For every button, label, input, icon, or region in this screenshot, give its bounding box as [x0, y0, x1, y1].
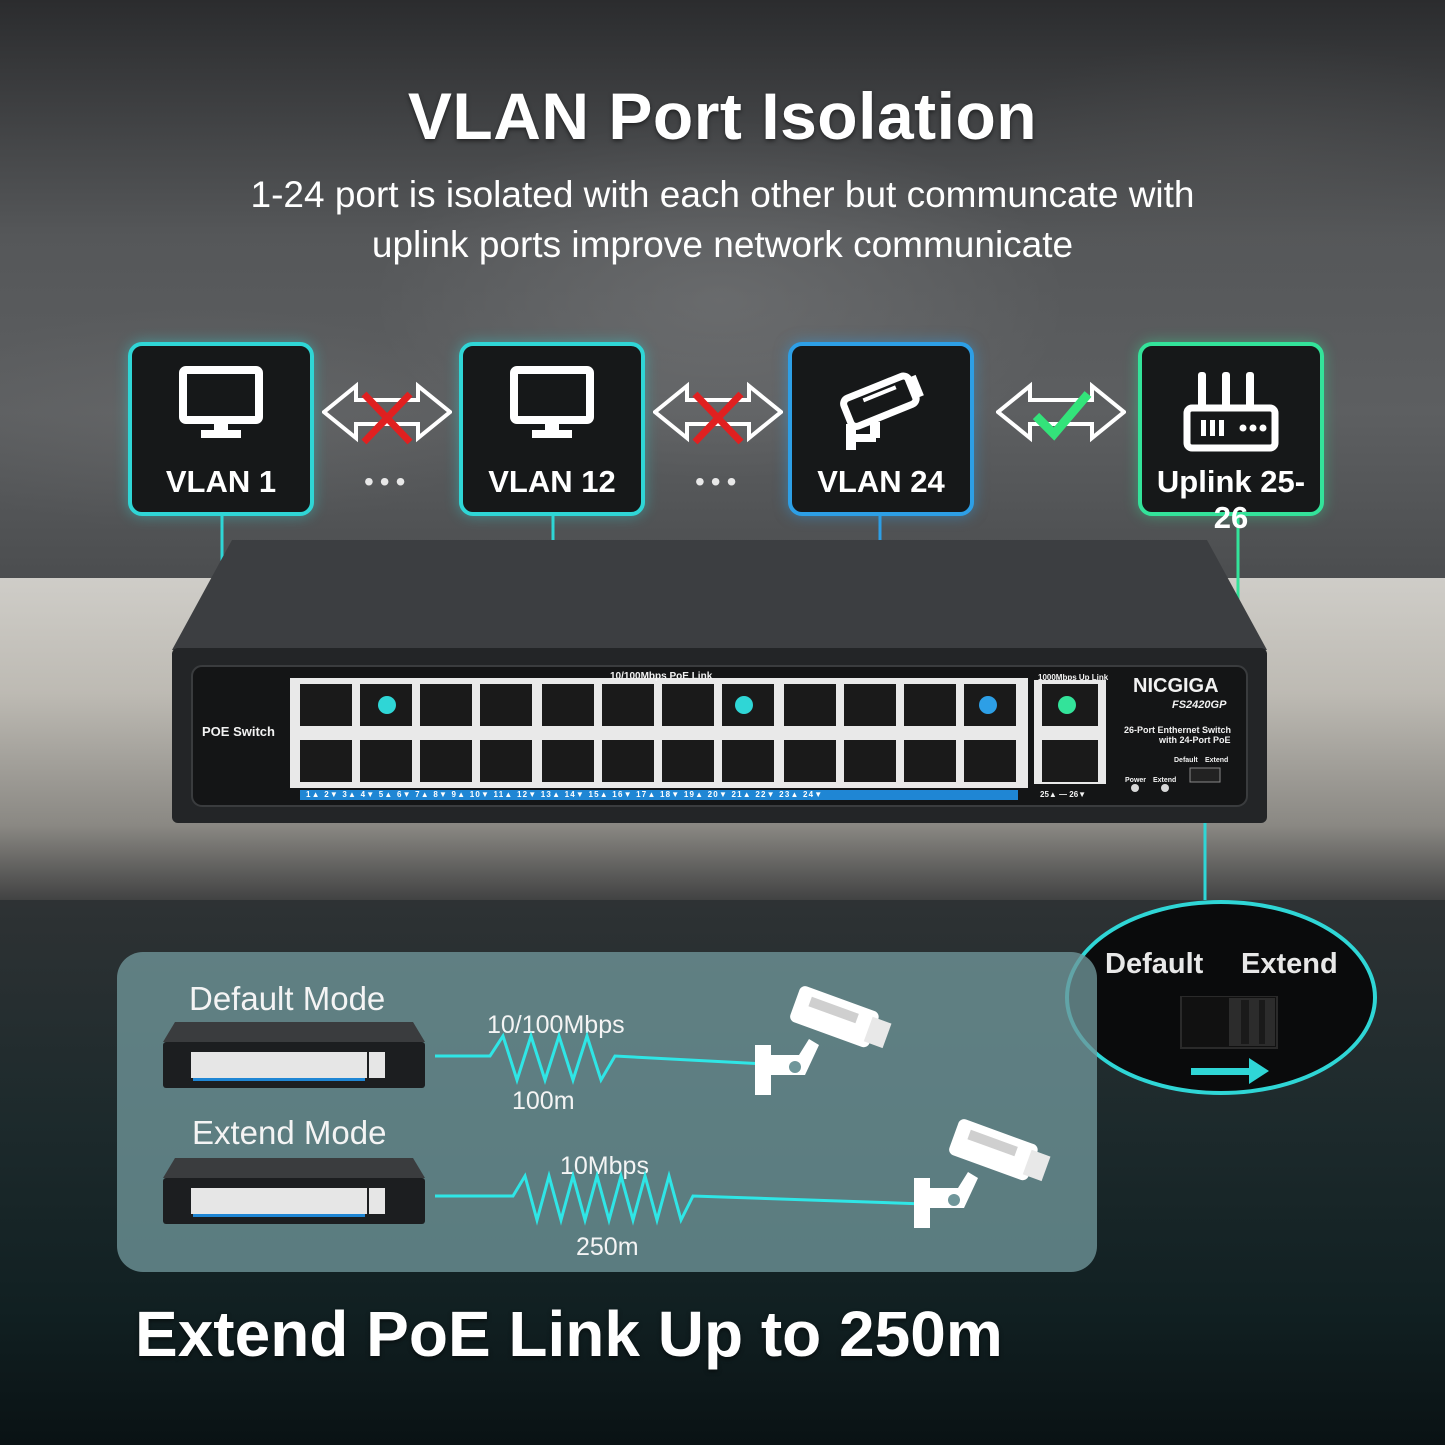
- switch-uplink-numbers: 25▲ — 26▼: [1040, 790, 1087, 799]
- rj45-port: [904, 740, 956, 782]
- extend-speed: 10Mbps: [560, 1152, 649, 1180]
- router-icon: [1142, 364, 1320, 454]
- default-cable-resistor: [435, 1031, 765, 1085]
- cctv-camera-icon: [914, 1119, 1051, 1228]
- switch-model: FS2420GP: [1172, 699, 1227, 711]
- blocked-arrow-icon: [653, 381, 783, 445]
- switch-desc-line-2: with 24-Port PoE: [1159, 735, 1231, 745]
- blocked-arrow-icon: [322, 381, 452, 445]
- default-speed: 10/100Mbps: [487, 1011, 625, 1039]
- switch-extend-label: Extend: [1153, 777, 1177, 784]
- switch-dip-default: Default: [1174, 757, 1198, 764]
- mini-switch-extend: [163, 1158, 425, 1224]
- rj45-port: [964, 740, 1016, 782]
- vlan-24-label: VLAN 24: [817, 464, 945, 499]
- rj45-port: [542, 684, 594, 726]
- rj45-port: [480, 684, 532, 726]
- default-distance: 100m: [512, 1087, 575, 1115]
- allowed-arrow-icon: [996, 381, 1126, 443]
- monitor-icon: [463, 364, 641, 454]
- extend-cable-resistor: [435, 1170, 925, 1226]
- page-title: VLAN Port Isolation: [407, 79, 1038, 153]
- camera-icon: [792, 364, 970, 454]
- rj45-port: [420, 684, 472, 726]
- footer-title: Extend PoE Link Up to 250m: [135, 1298, 1003, 1370]
- separator-dots: •••: [364, 466, 412, 497]
- dip-switch-zoom: Default Extend: [1065, 900, 1377, 1095]
- mini-switch-default: [163, 1022, 425, 1088]
- switch-power-label: Power: [1125, 777, 1147, 784]
- vlan-12-box: VLAN 12: [459, 342, 645, 516]
- dip-toggle-icon: [1180, 996, 1278, 1084]
- page-subtitle: 1-24 port is isolated with each other bu…: [150, 170, 1295, 270]
- default-mode-title: Default Mode: [189, 980, 386, 1017]
- rj45-port: [420, 740, 472, 782]
- rj45-port: [844, 740, 896, 782]
- zoom-extend-label: Extend: [1241, 948, 1338, 980]
- uplink-box: Uplink 25-26: [1138, 342, 1324, 535]
- rj45-port: [360, 740, 412, 782]
- switch-ports-label: 10/100Mbps PoE Link: [610, 671, 713, 682]
- rj45-port: [662, 740, 714, 782]
- zoom-default-label: Default: [1105, 948, 1204, 980]
- cctv-camera-icon: [755, 986, 892, 1095]
- monitor-icon: [132, 364, 310, 454]
- rj45-port: [480, 740, 532, 782]
- switch-left-label: POE Switch: [202, 724, 275, 739]
- vlan-12-label: VLAN 12: [488, 464, 616, 499]
- extend-distance: 250m: [576, 1233, 639, 1261]
- separator-dots: •••: [695, 466, 743, 497]
- rj45-port: [300, 684, 352, 726]
- extend-mode-title: Extend Mode: [192, 1114, 387, 1151]
- vlan-24-box: VLAN 24: [788, 342, 974, 516]
- uplink-label: Uplink 25-26: [1156, 464, 1306, 535]
- poe-switch-device: [172, 540, 1267, 823]
- rj45-port: [722, 740, 774, 782]
- vlan-1-box: VLAN 1: [128, 342, 314, 516]
- rj45-port: [602, 740, 654, 782]
- switch-desc-line-1: 26-Port Enthernet Switch: [1124, 725, 1232, 735]
- subtitle-line-2: uplink ports improve network communicate: [371, 224, 1074, 265]
- rj45-port: [784, 740, 836, 782]
- switch-brand: NICGIGA: [1133, 675, 1219, 697]
- rj45-port: [602, 684, 654, 726]
- rj45-port: [542, 740, 594, 782]
- switch-dip-extend: Extend: [1205, 757, 1229, 764]
- subtitle-line-1: 1-24 port is isolated with each other bu…: [250, 174, 1195, 215]
- rj45-port: [904, 684, 956, 726]
- rj45-port: [844, 684, 896, 726]
- vlan-1-label: VLAN 1: [165, 464, 277, 499]
- rj45-port: [300, 740, 352, 782]
- rj45-port: [784, 684, 836, 726]
- rj45-port: [662, 684, 714, 726]
- uplink-port: [1042, 740, 1098, 782]
- switch-uplink-label: 1000Mbps Up Link: [1038, 673, 1109, 682]
- switch-port-numbers: 1▲ 2▼ 3▲ 4▼ 5▲ 6▼ 7▲ 8▼ 9▲ 10▼ 11▲ 12▼ 1…: [306, 790, 824, 799]
